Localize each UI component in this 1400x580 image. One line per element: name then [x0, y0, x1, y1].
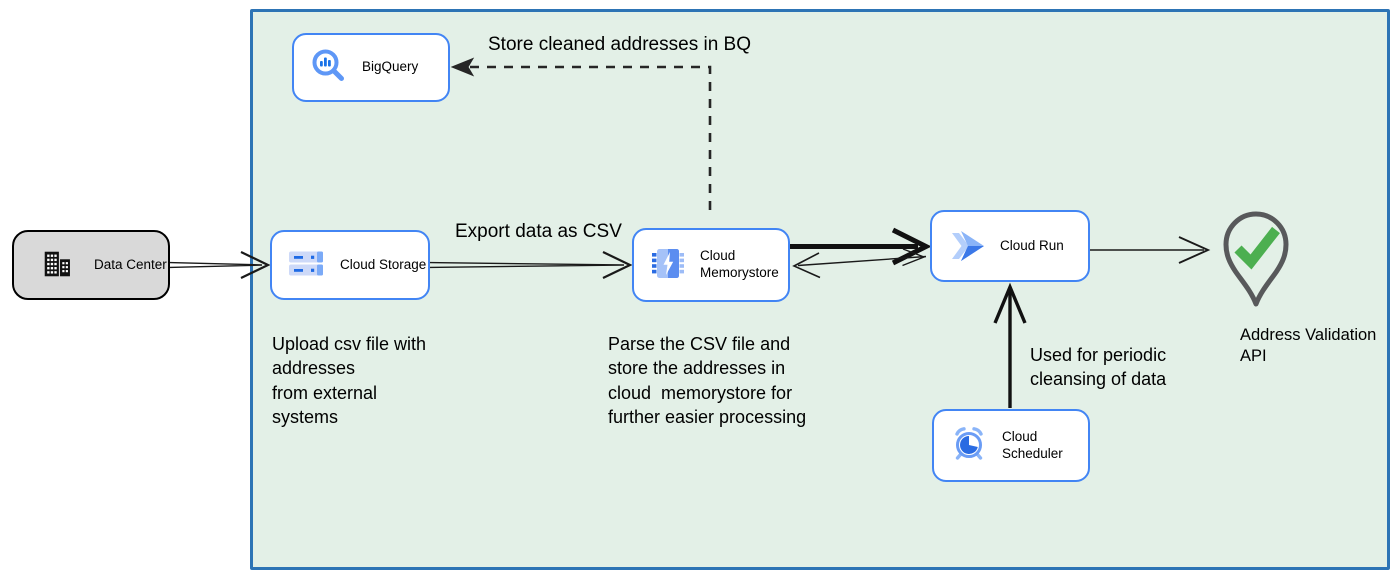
cloud-run-icon: [948, 227, 986, 266]
node-label: Cloud Run: [1000, 237, 1064, 253]
node-label: Cloud Memorystore: [700, 248, 779, 280]
node-label: Cloud Storage: [340, 256, 427, 272]
memorystore-chip-icon: [650, 245, 686, 286]
edge-label-periodic-cleansing: Used for periodic cleansing of data: [1030, 345, 1172, 390]
note-upload-csv: Upload csv file with addresses from exte…: [272, 334, 427, 427]
node-label: Cloud Scheduler: [1002, 428, 1063, 461]
node-cloud-memorystore: Cloud Memorystore: [632, 228, 790, 302]
node-address-validation: [1221, 208, 1291, 308]
node-data-center: Data Center: [12, 230, 170, 300]
gcp-boundary-box: [250, 9, 1390, 570]
bigquery-icon: [310, 47, 348, 88]
node-cloud-scheduler: Cloud Scheduler: [932, 409, 1090, 482]
building-icon: [40, 247, 74, 284]
alarm-clock-icon: [950, 425, 988, 466]
note-parse-csv: Parse the CSV file and store the address…: [608, 334, 807, 427]
cloud-storage-icon: [288, 247, 326, 284]
node-cloud-run: Cloud Run: [930, 210, 1090, 282]
node-label: BigQuery: [362, 59, 419, 75]
map-pin-check-icon: [1223, 211, 1289, 307]
node-bigquery: BigQuery: [292, 33, 450, 102]
edge-label-store-bq: Store cleaned addresses in BQ: [488, 34, 751, 55]
edge-label-export-csv: Export data as CSV: [455, 221, 622, 242]
node-cloud-storage: Cloud Storage: [270, 230, 430, 300]
node-label: Data Center: [94, 256, 167, 272]
address-validation-label: Address Validation API: [1240, 326, 1377, 366]
